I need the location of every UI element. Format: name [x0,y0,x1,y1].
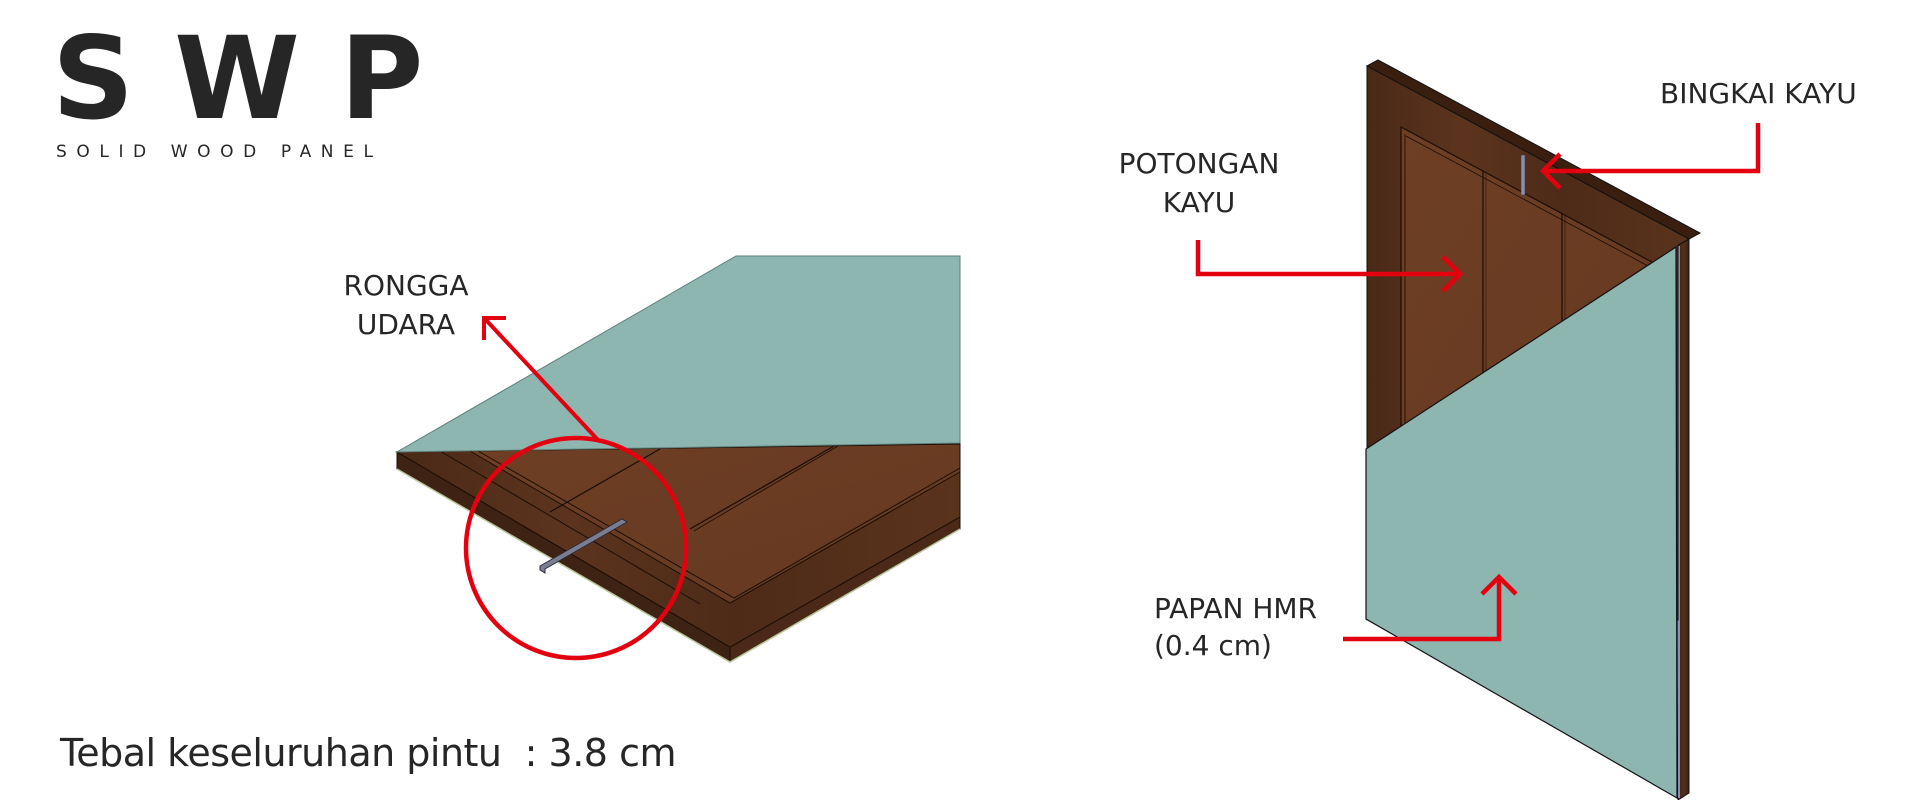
arrow-head-icon [1441,255,1464,293]
wood-pieces-label-line1: POTONGAN [1118,147,1280,180]
hmr-board-label-line2: (0.4 cm) [1154,629,1272,662]
air-cavity-arrow [484,318,600,442]
logo-title: SWP [52,12,464,145]
air-cavity-callout-circle [463,435,689,661]
hmr-board-label-line1: PAPAN HMR [1154,592,1318,625]
door-hmr-board [1365,245,1678,800]
left-slab-group [395,255,961,663]
hmr-board-label: PAPAN HMR (0.4 cm) [1154,590,1317,664]
groove-line [689,445,835,530]
frame-arrow [1543,123,1761,174]
metal-strip-top [1520,154,1526,196]
air-cavity-label-line1: RONGGA [343,269,469,302]
arrow-head-icon [1480,573,1518,596]
air-cavity-label: RONGGA UDARA [324,266,488,344]
metal-strip [539,518,628,574]
wood-pieces-label-line2: KAYU [1162,186,1236,219]
total-thickness-text: Tebal keseluruhan pintu : 3.8 cm [60,731,676,775]
frame-label: BINGKAI KAYU [1660,77,1857,110]
wood-pieces-arrow [1195,240,1460,277]
air-cavity-label-line2: UDARA [356,308,456,341]
wood-pieces-label: POTONGAN KAYU [1104,144,1294,222]
right-door-group [1195,59,1761,800]
arrow-head-icon [482,316,506,340]
slab-inner-panel [468,443,961,604]
logo-subtitle: SOLID WOOD PANEL [56,142,383,162]
hmr-board-arrow [1343,577,1502,642]
slab-hmr-board [395,255,961,453]
arrow-head-icon [1539,152,1562,190]
